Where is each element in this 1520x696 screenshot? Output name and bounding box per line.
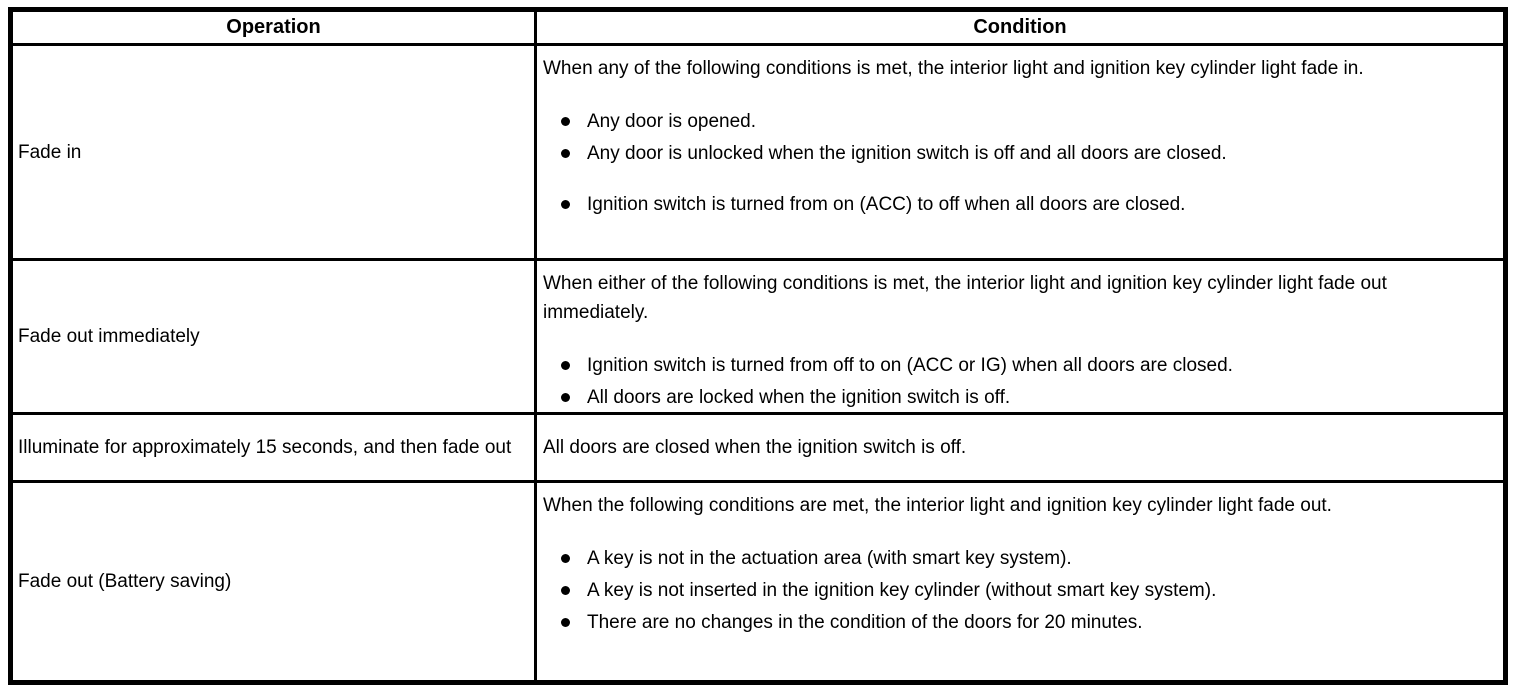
operation-condition-table: Operation Condition Fade in When any of … <box>8 7 1508 685</box>
condition-intro: When the following conditions are met, t… <box>543 495 1332 516</box>
condition-bullet: Ignition switch is turned from on (ACC) … <box>543 190 1493 219</box>
condition-cell-fade-out-immediately: When either of the following conditions … <box>537 261 1503 412</box>
operation-cell-fade-in: Fade in <box>13 46 537 258</box>
condition-bullet: A key is not inserted in the ignition ke… <box>543 576 1493 605</box>
condition-bullet: There are no changes in the condition of… <box>543 608 1493 637</box>
condition-cell-illuminate: All doors are closed when the ignition s… <box>537 415 1503 480</box>
operation-cell-illuminate: Illuminate for approximately 15 seconds,… <box>13 415 537 480</box>
table-row: Fade out immediately When either of the … <box>13 261 1503 415</box>
condition-cell-fade-in: When any of the following conditions is … <box>537 46 1503 258</box>
condition-bullet: All doors are locked when the ignition s… <box>543 383 1493 412</box>
condition-bullet-list: Ignition switch is turned from off to on… <box>543 351 1493 412</box>
operation-cell-battery-saving: Fade out (Battery saving) <box>13 483 537 680</box>
condition-bullet: Any door is opened. <box>543 107 1493 136</box>
table-row: Fade in When any of the following condit… <box>13 46 1503 261</box>
table-header-row: Operation Condition <box>13 12 1503 46</box>
column-header-operation: Operation <box>13 12 537 43</box>
table-row: Illuminate for approximately 15 seconds,… <box>13 415 1503 483</box>
column-header-condition: Condition <box>973 16 1067 38</box>
condition-bullet: A key is not in the actuation area (with… <box>543 544 1493 573</box>
condition-intro: When any of the following conditions is … <box>543 58 1364 79</box>
condition-cell-battery-saving: When the following conditions are met, t… <box>537 483 1503 680</box>
condition-bullet: Any door is unlocked when the ignition s… <box>543 139 1493 168</box>
condition-bullet-list: A key is not in the actuation area (with… <box>543 544 1493 637</box>
condition-bullet-list: Any door is opened. Any door is unlocked… <box>543 107 1493 219</box>
condition-intro: When either of the following conditions … <box>543 273 1387 323</box>
table-row: Fade out (Battery saving) When the follo… <box>13 483 1503 680</box>
operation-cell-fade-out-immediately: Fade out immediately <box>13 261 537 412</box>
condition-intro: All doors are closed when the ignition s… <box>543 437 967 458</box>
condition-bullet: Ignition switch is turned from off to on… <box>543 351 1493 380</box>
